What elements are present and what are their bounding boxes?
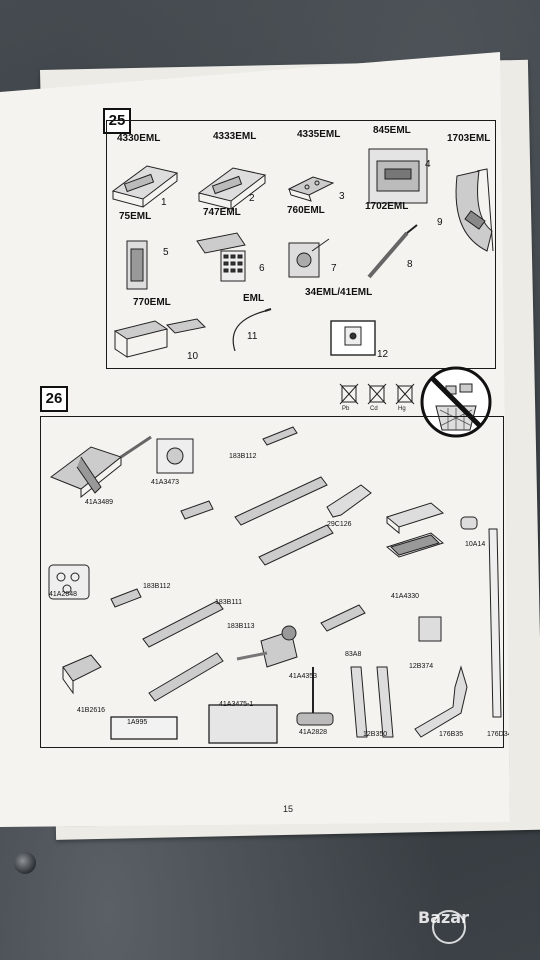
part-41A2828: 41A2828	[299, 729, 328, 736]
code-1702: 1702EML	[365, 201, 409, 212]
index-1: 1	[161, 197, 167, 208]
symbol-cd: Cd	[370, 406, 378, 412]
part-41A4330: 41A4330	[391, 593, 420, 600]
code-4333: 4333EML	[213, 131, 257, 142]
section-25-box: 4330EML 4333EML 4335EML 845EML 1703EML 7…	[106, 120, 496, 369]
part-176B35: 176B35	[439, 731, 464, 738]
part-10A14: 10A14	[465, 541, 486, 548]
code-4335: 4335EML	[297, 129, 341, 140]
code-770: 770EML	[133, 297, 171, 308]
index-4: 4	[425, 159, 431, 170]
index-10: 10	[187, 351, 199, 362]
code-4330: 4330EML	[117, 133, 161, 144]
index-6: 6	[259, 263, 265, 274]
page-number: 15	[283, 804, 294, 814]
symbol-pb: Pb	[342, 406, 350, 412]
part-12B350: 12B350	[363, 731, 388, 738]
section-26-number: 26	[40, 386, 68, 412]
index-9: 9	[437, 217, 443, 228]
code-747: 747EML	[203, 207, 241, 218]
index-8: 8	[407, 259, 413, 270]
index-11: 11	[247, 331, 258, 342]
part-183B111: 183B111	[215, 599, 242, 606]
part-41A2848: 41A2848	[49, 591, 78, 598]
part-41B2616: 41B2616	[77, 707, 106, 714]
code-34-41: 34EML/41EML	[305, 287, 373, 298]
index-2: 2	[249, 193, 255, 204]
part-183B113: 183B113	[227, 623, 255, 630]
index-7: 7	[331, 263, 337, 274]
symbol-hg: Hg	[398, 406, 406, 412]
code-eml: EML	[243, 293, 265, 304]
part-176D34: 176D34	[487, 731, 512, 738]
no-trash-icon	[420, 366, 492, 438]
part-183B112-mid: 183B112	[143, 583, 171, 590]
part-183B112-top: 183B112	[229, 453, 257, 460]
section-25-number: 25	[103, 108, 131, 134]
part-41A3473: 41A3473	[151, 479, 180, 486]
part-83A8: 83A8	[345, 651, 362, 658]
bazar-logo-icon	[432, 910, 466, 944]
part-29C126: 29C126	[327, 521, 352, 528]
part-41A4353: 41A4353	[289, 673, 318, 680]
code-75: 75EML	[119, 211, 152, 222]
part-41A3489: 41A3489	[85, 499, 114, 506]
code-845: 845EML	[373, 125, 411, 136]
screw-head	[14, 852, 36, 874]
section-26-box: 41A3489 41A3473 183B112 29C126 10A14 183…	[40, 416, 510, 748]
disposal-symbols: Pb Cd Hg	[338, 382, 428, 416]
part-41A3475-1: 41A3475-1	[219, 701, 254, 708]
code-760: 760EML	[287, 205, 325, 216]
code-1703: 1703EML	[447, 133, 491, 144]
part-12B374: 12B374	[409, 663, 434, 670]
section-26-drawings	[48, 426, 502, 744]
section-25-drawings	[111, 148, 494, 358]
index-3: 3	[339, 191, 345, 202]
index-12: 12	[377, 349, 389, 360]
part-1A995: 1A995	[127, 719, 148, 726]
index-5: 5	[163, 247, 169, 258]
watermark: Bazar	[418, 908, 469, 927]
manual-page: 25	[0, 52, 510, 827]
